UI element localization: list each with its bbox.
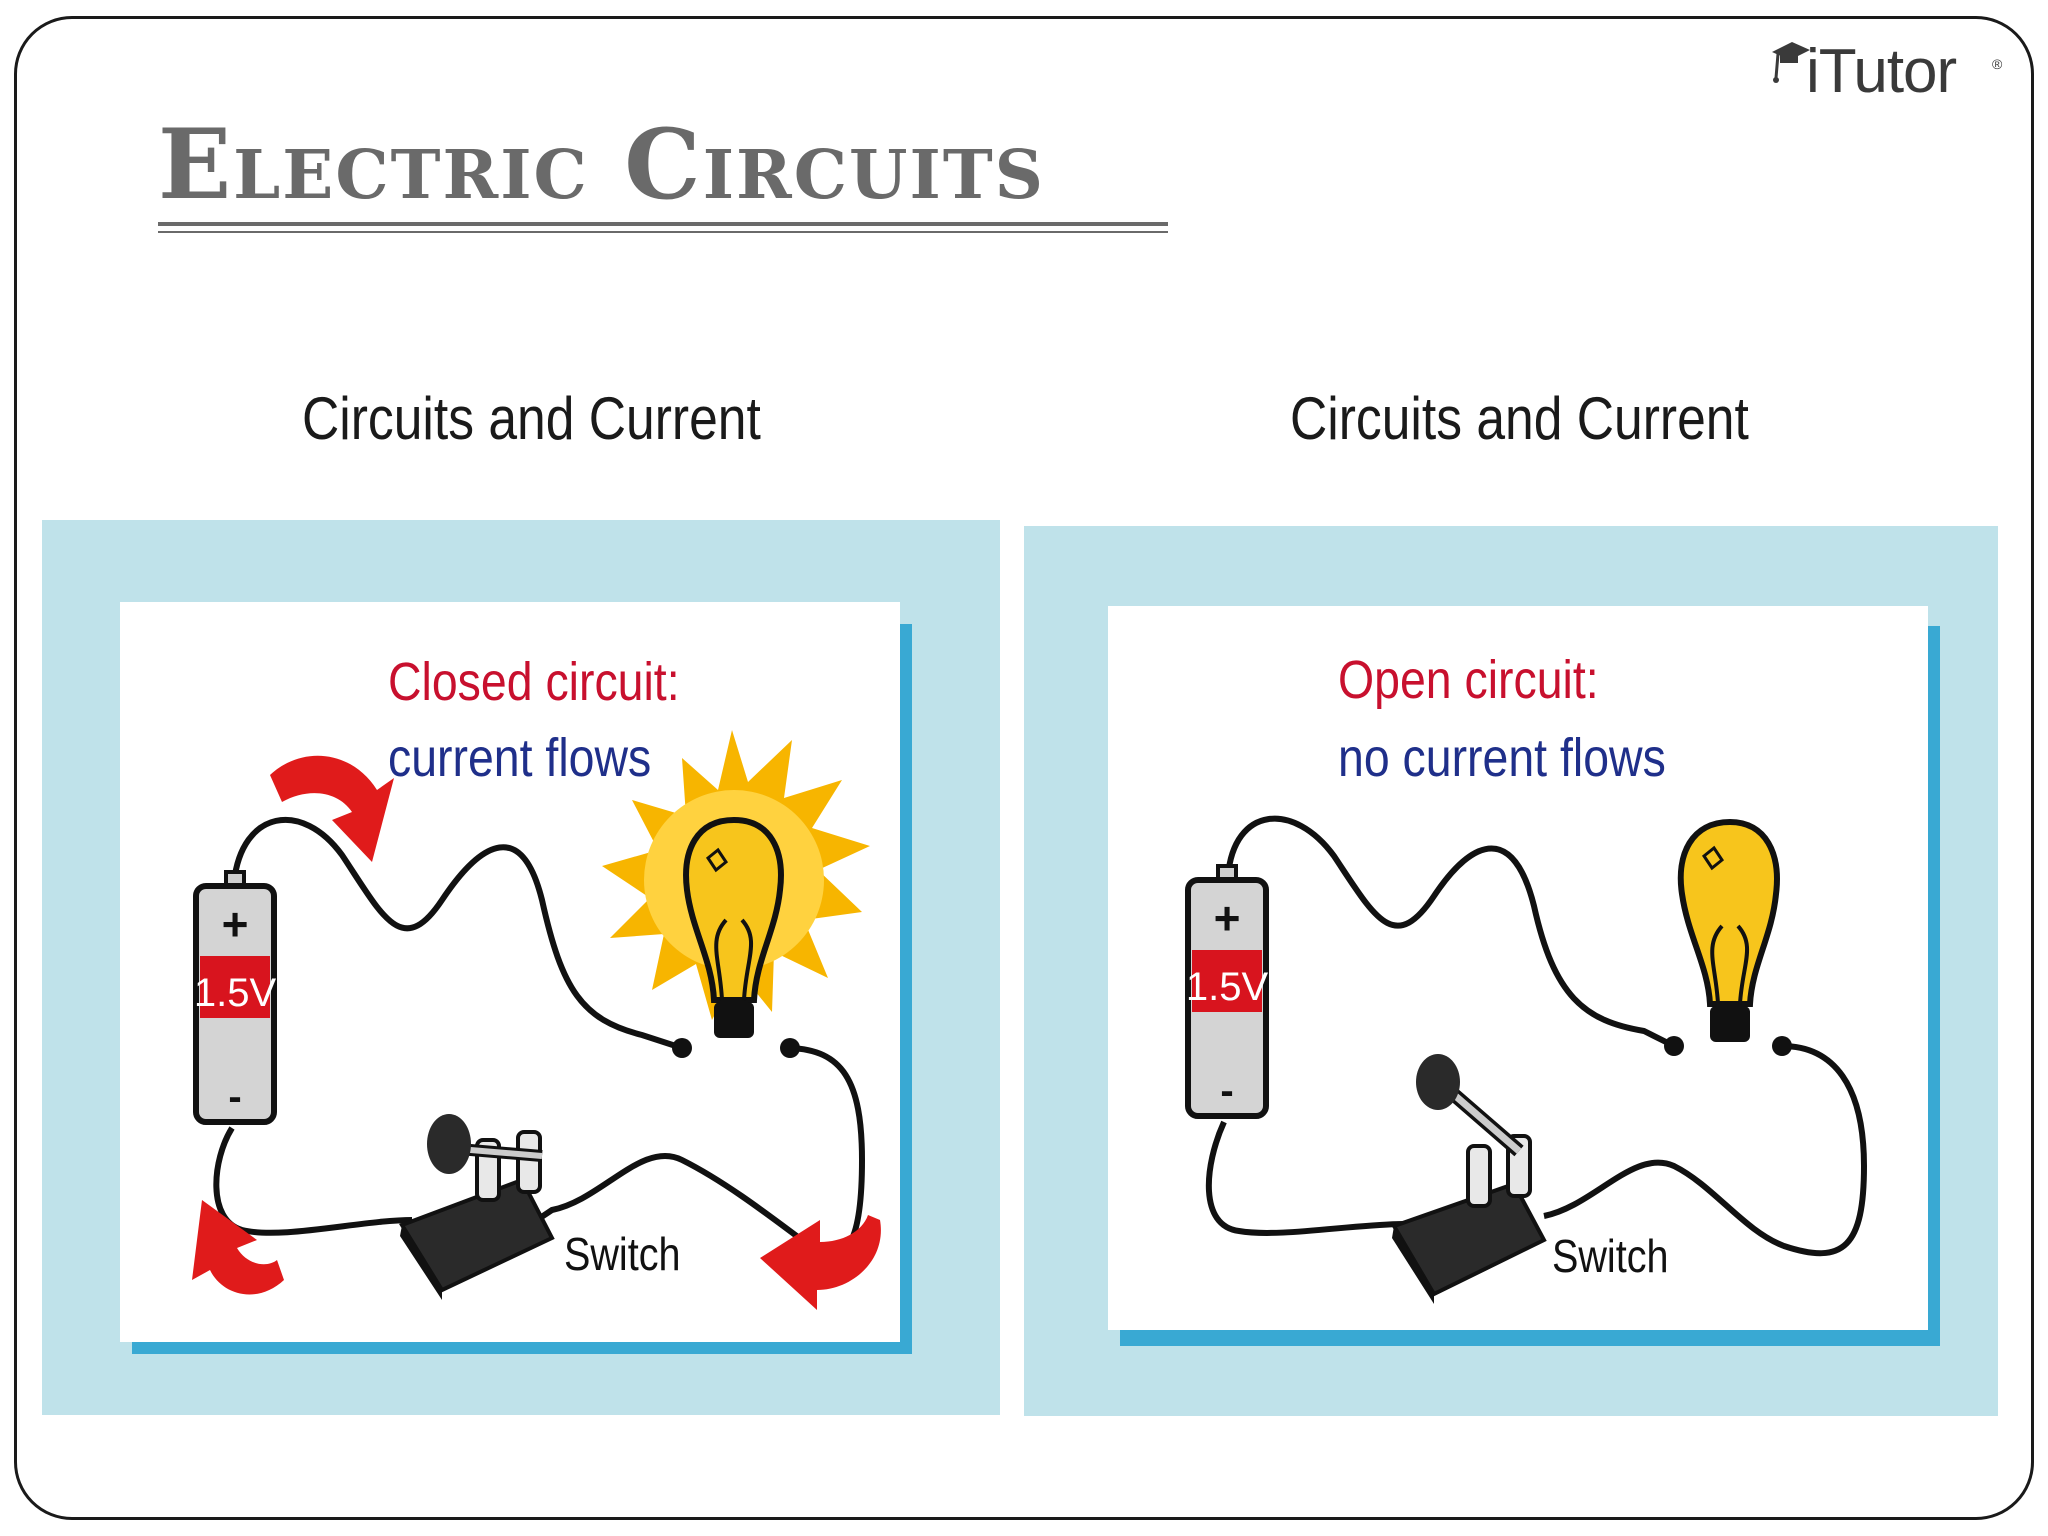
state-label: Open circuit: [1338, 649, 1599, 710]
state-description: no current flows [1338, 727, 1666, 788]
wire-top [1225, 815, 1676, 1049]
battery-voltage-label: 1.5V [194, 971, 277, 1015]
state-description: current flows [388, 727, 651, 788]
battery-plus-sign: + [1214, 892, 1241, 944]
wire-left [1205, 1120, 1405, 1236]
logo-text: iTutor [1806, 37, 1957, 106]
state-label: Closed circuit: [388, 651, 680, 712]
slide-title: Electric Circuits [158, 108, 1046, 221]
open-circuit-panel: Open circuit: no current flows + 1.5V - … [1024, 526, 1998, 1416]
current-arrows [192, 755, 881, 1310]
closed-circuit-panel: Closed circuit: current flows + 1.5V - S… [42, 520, 1000, 1415]
arrow-top [270, 755, 394, 862]
battery-minus-sign: - [228, 1075, 241, 1119]
battery-minus-sign: - [1220, 1069, 1233, 1113]
title-underline-secondary [158, 231, 1168, 233]
arrow-bottom-right [760, 1215, 881, 1310]
battery: + 1.5V - [193, 870, 277, 1125]
bulb-unlit [1664, 818, 1792, 1056]
panel-heading-closed: Circuits and Current [302, 385, 761, 452]
logo-registered-mark: ® [1992, 56, 2003, 72]
switch-closed: Switch [399, 1114, 680, 1300]
title-underline [158, 222, 1168, 226]
bulb-lit [602, 730, 870, 1058]
switch-label: Switch [564, 1229, 680, 1280]
battery-plus-sign: + [222, 898, 249, 950]
graduation-cap-icon [1772, 42, 1810, 83]
wire-top [231, 817, 683, 1051]
battery-voltage-label: 1.5V [1186, 965, 1269, 1009]
arrow-bottom-left [192, 1200, 284, 1295]
itutor-logo: iTutor ® [1770, 30, 2010, 120]
switch-label: Switch [1552, 1231, 1668, 1282]
wire-right [1543, 1043, 1868, 1257]
battery: + 1.5V - [1185, 864, 1269, 1119]
switch-open: Switch [1391, 1054, 1668, 1304]
panel-heading-open: Circuits and Current [1290, 385, 1749, 452]
